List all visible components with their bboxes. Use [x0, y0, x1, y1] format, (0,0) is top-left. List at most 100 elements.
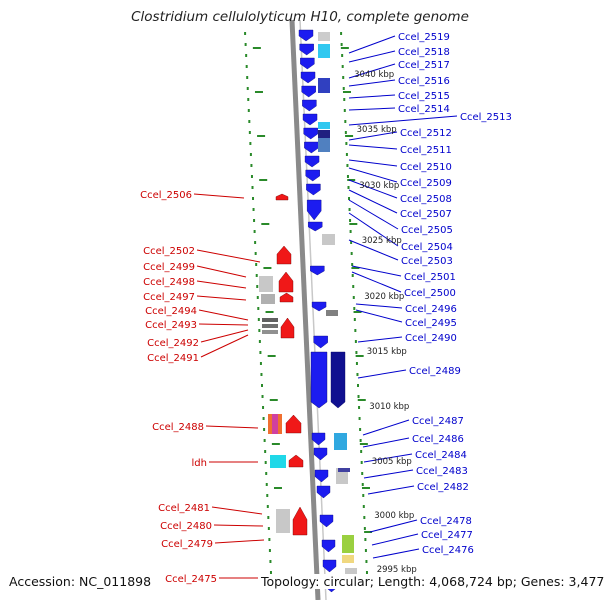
right-callout-line: [348, 167, 398, 183]
plus-strand-gene-block: [326, 310, 338, 316]
plus-strand-gene-block: [318, 78, 330, 93]
right-gene-label: Ccel_2486: [412, 434, 464, 445]
accession-label: Accession: NC_011898: [8, 574, 153, 589]
plus-strand-gene-block: [318, 44, 330, 58]
left-gene-label: Ccel_2506: [140, 190, 192, 201]
right-callout-line: [351, 271, 402, 293]
left-gene-label: Ccel_2480: [160, 521, 212, 532]
plus-strand-gene-arrow: [298, 29, 314, 42]
minus-strand-gene-block: [262, 324, 278, 328]
left-callout-line: [200, 329, 249, 343]
minus-strand-gene-arrow: [276, 245, 292, 265]
plus-strand-gene-arrow: [299, 43, 314, 56]
right-callout-line: [363, 469, 414, 479]
left-gene-label: Ccel_2488: [152, 422, 204, 433]
right-callout-line: [348, 144, 398, 150]
plus-strand-gene-block: [318, 138, 330, 152]
plus-strand-gene-block: [334, 433, 347, 450]
right-callout-line: [351, 265, 402, 277]
plus-strand-gene-arrow: [304, 141, 319, 154]
right-gene-label: Ccel_2495: [405, 318, 457, 329]
right-gene-label: Ccel_2511: [400, 145, 452, 156]
right-gene-label: Ccel_2515: [398, 91, 450, 102]
minus-strand-gene-arrow: [292, 506, 308, 536]
right-callout-line: [355, 303, 403, 309]
right-gene-label: Ccel_2507: [400, 209, 452, 220]
plus-strand-gene-arrow: [300, 57, 315, 70]
minus-strand-gene-block: [262, 330, 278, 334]
left-callout-line: [196, 295, 247, 301]
left-gene-label: Ccel_2493: [145, 320, 197, 331]
right-gene-label: Ccel_2490: [405, 333, 457, 344]
plus-strand-gene-arrow: [322, 559, 337, 573]
plus-strand-gene-arrow: [314, 469, 329, 483]
plus-strand-gene-arrow: [302, 99, 317, 112]
left-callout-line: [211, 506, 263, 515]
right-gene-label: Ccel_2519: [398, 32, 450, 43]
scale-label: 3035 kbp: [357, 125, 397, 135]
plus-strand-gene-block: [338, 468, 350, 472]
plus-strand-gene-arrow: [313, 335, 328, 349]
right-callout-line: [363, 453, 413, 463]
right-callout-line: [348, 63, 396, 79]
scale-label: 3000 kbp: [374, 511, 414, 521]
right-callout-line: [372, 548, 420, 559]
right-callout-line: [348, 50, 396, 63]
minus-strand-gene-block: [261, 294, 275, 304]
left-gene-label: Ccel_2475: [165, 574, 217, 585]
right-gene-label: Ccel_2487: [412, 416, 464, 427]
genome-summary-label: Topology: circular; Length: 4,068,724 bp…: [260, 574, 605, 589]
left-callout-line: [196, 280, 247, 289]
right-gene-label: Ccel_2503: [401, 256, 453, 267]
left-gene-label: Ccel_2491: [147, 353, 199, 364]
left-callout-line: [205, 425, 259, 429]
scale-label: 3015 kbp: [367, 347, 407, 357]
plus-strand-gene-block: [318, 130, 330, 138]
right-callout-line: [355, 309, 403, 323]
right-gene-label: Ccel_2505: [401, 225, 453, 236]
plus-strand-gene-arrow: [319, 514, 334, 528]
plus-strand-gene-arrow: [301, 85, 316, 98]
plus-strand-gene-arrow: [303, 127, 318, 140]
right-gene-label: Ccel_2510: [400, 162, 452, 173]
right-gene-label: Ccel_2482: [417, 482, 469, 493]
left-gene-label: Ccel_2492: [147, 338, 199, 349]
minus-strand-gene-block: [270, 455, 286, 468]
left-callout-line: [200, 334, 249, 358]
plus-strand-gene-block: [342, 555, 354, 563]
right-callout-line: [357, 336, 403, 343]
left-gene-label: Ccel_2479: [161, 539, 213, 550]
plus-strand-gene-arrow: [311, 432, 326, 446]
plus-strand-gene-arrow: [306, 183, 321, 196]
scale-label: 3025 kbp: [362, 236, 402, 246]
left-gene-label: Ccel_2481: [158, 503, 210, 514]
right-callout-line: [348, 131, 398, 141]
plus-strand-gene-arrow: [310, 351, 328, 409]
right-gene-label: Ccel_2478: [420, 516, 472, 527]
right-callout-line: [348, 115, 458, 126]
right-gene-label: Ccel_2496: [405, 304, 457, 315]
minus-strand-gene-block: [276, 509, 290, 533]
right-gene-label: Ccel_2513: [460, 112, 512, 123]
left-callout-line: [196, 265, 247, 278]
left-callout-line: [196, 249, 261, 263]
right-callout-line: [348, 189, 398, 214]
backbone-line: [289, 19, 321, 600]
right-callout-line: [348, 79, 396, 87]
scale-label: 3040 kbp: [354, 70, 394, 80]
right-callout-line: [371, 533, 419, 546]
right-callout-line: [348, 199, 399, 230]
plus-strand-gene-arrow: [311, 301, 327, 312]
left-gene-label: Ccel_2494: [145, 306, 197, 317]
tick-marks: [244, 32, 375, 585]
right-gene-label: Ccel_2509: [400, 178, 452, 189]
right-gene-label: Ccel_2504: [401, 242, 453, 253]
right-callout-line: [348, 107, 396, 111]
left-gene-label: Ccel_2502: [143, 246, 195, 257]
right-callout-line: [348, 94, 396, 99]
plus-strand-gene-arrow: [304, 155, 320, 168]
minus-strand-gene-block: [272, 414, 278, 434]
left-callout-line: [193, 193, 245, 199]
